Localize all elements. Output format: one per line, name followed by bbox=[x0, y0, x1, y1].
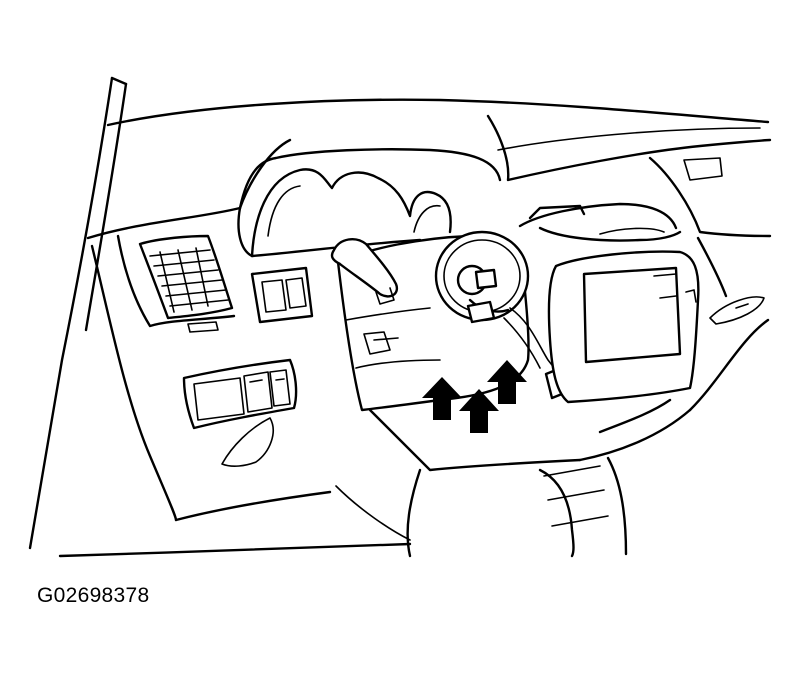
instrument-cluster-hood bbox=[237, 148, 502, 258]
hazard-switch-block bbox=[250, 266, 314, 324]
arrow-2 bbox=[459, 389, 499, 433]
arrow-3 bbox=[487, 360, 527, 404]
dash-top-outline bbox=[86, 98, 772, 240]
combination-switch-stalk bbox=[330, 238, 399, 305]
switch-panel bbox=[182, 358, 298, 430]
arrow-1 bbox=[422, 377, 462, 420]
figure-code-label: G02698378 bbox=[37, 584, 150, 607]
right-panel bbox=[696, 236, 765, 325]
center-display-bezel bbox=[518, 202, 700, 404]
lower-dash-panel bbox=[335, 318, 770, 558]
windshield-pillar bbox=[28, 76, 128, 550]
callout-arrows bbox=[422, 360, 527, 433]
combination-switch-assembly bbox=[434, 230, 574, 400]
left-air-vent bbox=[116, 234, 236, 333]
lower-left-panel bbox=[58, 244, 412, 558]
